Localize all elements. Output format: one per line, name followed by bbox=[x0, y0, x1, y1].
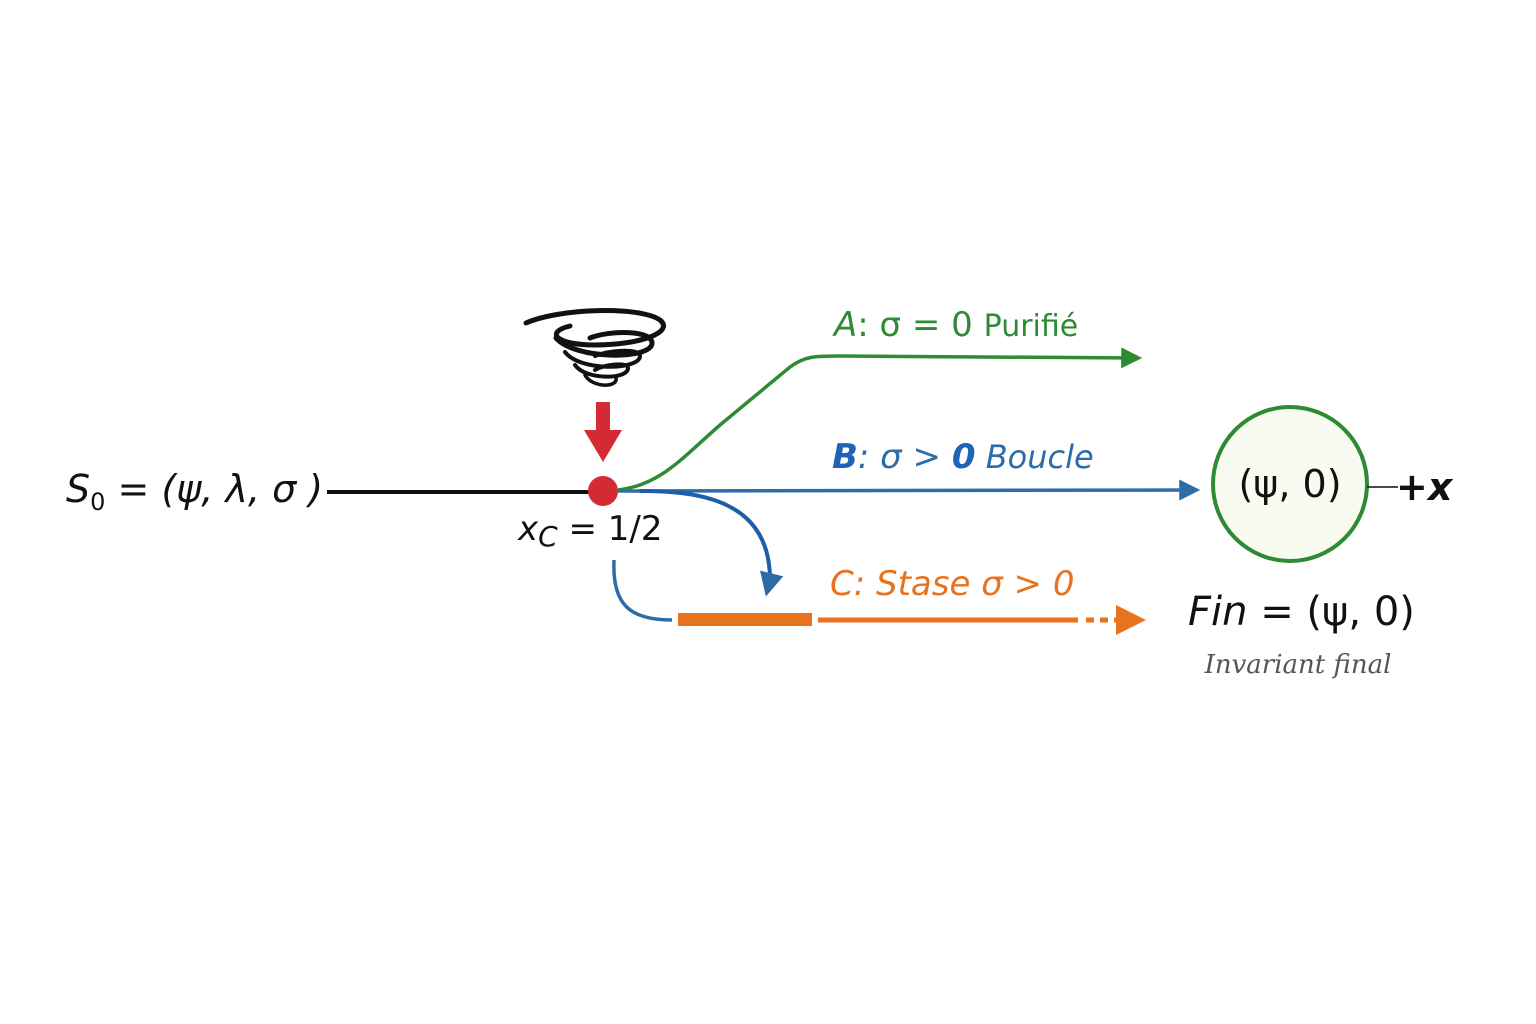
initial-state-subscript: 0 bbox=[90, 488, 105, 516]
x-variable: x bbox=[1426, 465, 1454, 509]
initial-state-label: S0 = (ψ, λ, σ ) bbox=[66, 467, 323, 516]
impact-arrow bbox=[584, 402, 622, 462]
final-node[interactable] bbox=[1211, 405, 1369, 563]
path-a-label: A: σ = 0 Purifié bbox=[832, 305, 1078, 345]
final-node-label: (ψ, 0) bbox=[1238, 462, 1341, 506]
path-b-name: Boucle bbox=[976, 438, 1094, 476]
final-state-label: Fin = (ψ, 0) bbox=[1188, 589, 1415, 635]
final-state-expression: = (ψ, 0) bbox=[1247, 589, 1414, 635]
plus-sign: + bbox=[1396, 465, 1428, 509]
loop-arrow-down bbox=[639, 489, 784, 597]
path-a-line bbox=[617, 347, 1143, 492]
critical-point-label: xC = 1/2 bbox=[517, 509, 663, 553]
final-state-symbol: Fin bbox=[1188, 589, 1247, 635]
stasis-block bbox=[678, 613, 812, 626]
path-a-condition: : σ = 0 bbox=[857, 305, 983, 345]
critical-point-variable: x bbox=[517, 509, 539, 549]
critical-point-expression: = 1/2 bbox=[558, 509, 663, 549]
initial-state-expression: = (ψ, λ, σ ) bbox=[105, 467, 323, 511]
initial-state-symbol: S bbox=[66, 467, 90, 511]
critical-point-subscript: C bbox=[538, 520, 558, 553]
path-b-prefix: B bbox=[832, 437, 858, 477]
path-b-bold-value: 0 bbox=[952, 437, 976, 477]
path-a-name: Purifié bbox=[984, 309, 1079, 344]
path-b-condition: : σ > bbox=[858, 437, 952, 477]
critical-point[interactable] bbox=[588, 476, 618, 506]
tornado-icon bbox=[523, 308, 666, 387]
path-a-prefix: A bbox=[832, 305, 857, 345]
path-c-label: C: Stase σ > 0 bbox=[830, 564, 1074, 604]
path-b-label: B: σ > 0 Boucle bbox=[832, 437, 1094, 477]
final-node-extension: +x bbox=[1396, 465, 1454, 509]
final-state-caption: Invariant final bbox=[1204, 650, 1392, 680]
loop-return-curve bbox=[612, 559, 673, 622]
path-b-line bbox=[617, 479, 1201, 501]
